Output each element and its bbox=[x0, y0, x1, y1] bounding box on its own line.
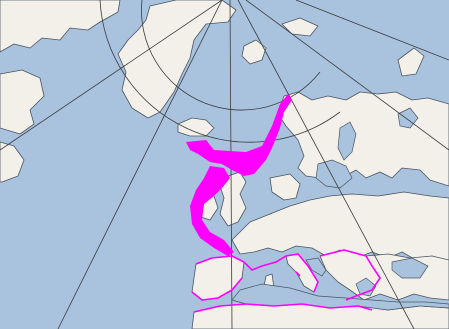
meridian-5 bbox=[245, 0, 449, 151]
baffin-land bbox=[0, 69, 45, 135]
baltic-sea bbox=[315, 159, 353, 189]
gulf-of-bothnia bbox=[337, 121, 357, 161]
meridian-6 bbox=[295, 0, 449, 61]
arctic-circle-outer bbox=[99, 0, 341, 143]
highlight-zone bbox=[186, 94, 381, 313]
highlight-atlantic-band bbox=[190, 166, 234, 256]
arctic-circle-inner bbox=[141, 0, 321, 111]
inland-seas bbox=[231, 107, 449, 311]
north-africa bbox=[191, 303, 449, 329]
adriatic bbox=[305, 257, 327, 277]
highlight-med-coast bbox=[191, 249, 381, 313]
meridian-4 bbox=[237, 0, 415, 329]
greenland bbox=[117, 0, 237, 119]
arctic-archipelago bbox=[0, 0, 121, 53]
iceland bbox=[177, 117, 215, 137]
black-sea bbox=[391, 257, 429, 279]
svalbard bbox=[241, 39, 267, 65]
baltic-region bbox=[269, 173, 301, 201]
aegean bbox=[355, 277, 377, 297]
labrador-land bbox=[0, 141, 25, 183]
highlight-north-sea bbox=[186, 94, 292, 176]
meridian-2 bbox=[57, 0, 223, 329]
great-britain bbox=[219, 171, 247, 227]
scandinavia bbox=[277, 91, 449, 187]
novaya-zemlya bbox=[397, 47, 425, 77]
meridian-1 bbox=[0, 0, 223, 151]
